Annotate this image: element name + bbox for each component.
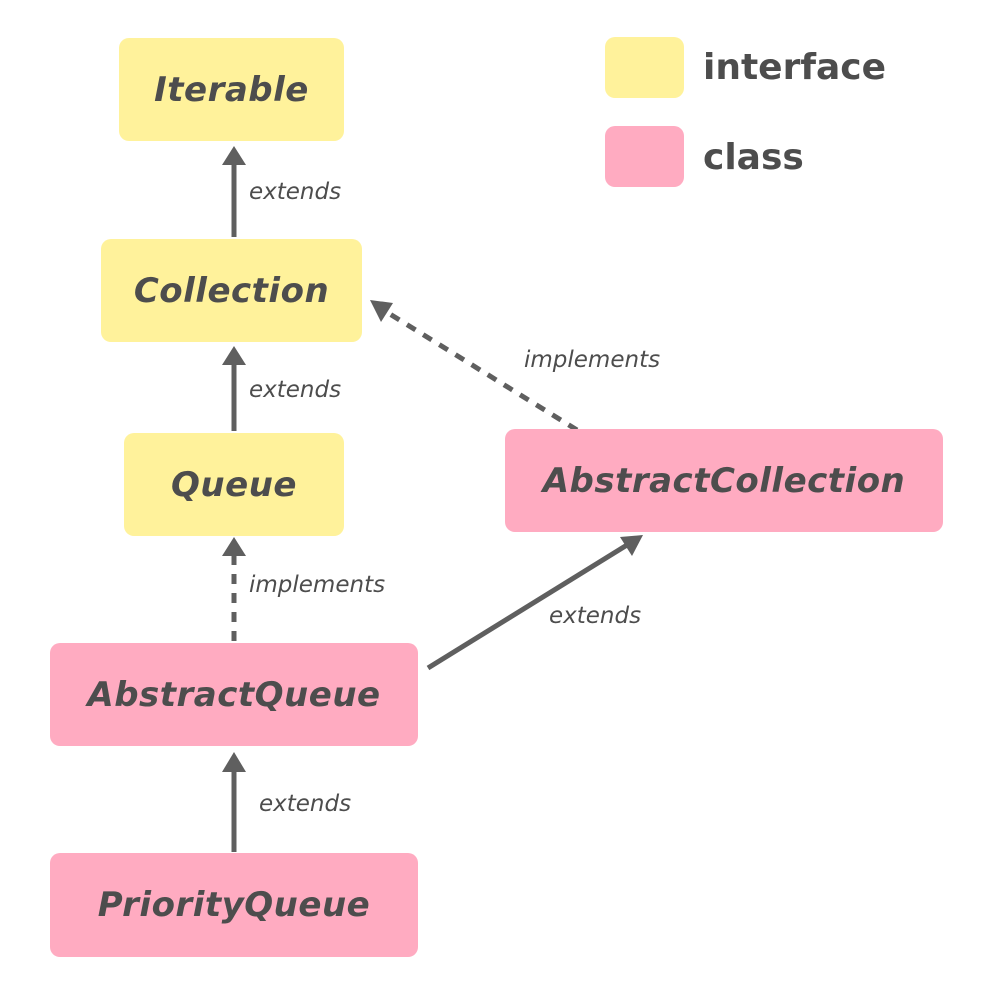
edge-abstractcollection-implements-collection: [370, 300, 579, 433]
legend-class-label: class: [703, 137, 804, 178]
edge-label-collection-iterable: extends: [249, 179, 342, 205]
edge-abstractqueue-implements-queue: [222, 537, 246, 641]
legend-interface-swatch: [605, 37, 684, 98]
node-abstract-queue: AbstractQueue: [50, 643, 418, 746]
edge-label-abstractqueue-abstractcollection: extends: [549, 603, 642, 629]
node-collection-label: Collection: [133, 270, 330, 311]
node-abstract-collection: AbstractCollection: [505, 429, 943, 532]
node-iterable: Iterable: [119, 38, 344, 141]
node-queue-label: Queue: [171, 464, 297, 505]
node-abstract-collection-label: AbstractCollection: [542, 460, 906, 501]
edge-collection-extends-iterable: [222, 146, 246, 237]
legend-interface-label: interface: [703, 47, 887, 88]
edge-label-abstractqueue-queue: implements: [249, 572, 386, 598]
node-priority-queue-label: PriorityQueue: [97, 885, 371, 925]
node-priority-queue: PriorityQueue: [50, 853, 418, 957]
edge-abstractqueue-extends-abstractcollection: [426, 535, 643, 671]
node-collection: Collection: [101, 239, 362, 342]
legend-class-swatch: [605, 126, 684, 187]
edge-label-priorityqueue-abstractqueue: extends: [259, 791, 352, 817]
node-iterable-label: Iterable: [154, 69, 309, 110]
edge-label-queue-collection: extends: [249, 377, 342, 403]
node-queue: Queue: [124, 433, 344, 536]
edge-priorityqueue-extends-abstractqueue: [222, 752, 246, 852]
edge-queue-extends-collection: [222, 346, 246, 431]
node-abstract-queue-label: AbstractQueue: [87, 674, 381, 715]
edge-label-abstractcollection-collection: implements: [524, 347, 661, 373]
